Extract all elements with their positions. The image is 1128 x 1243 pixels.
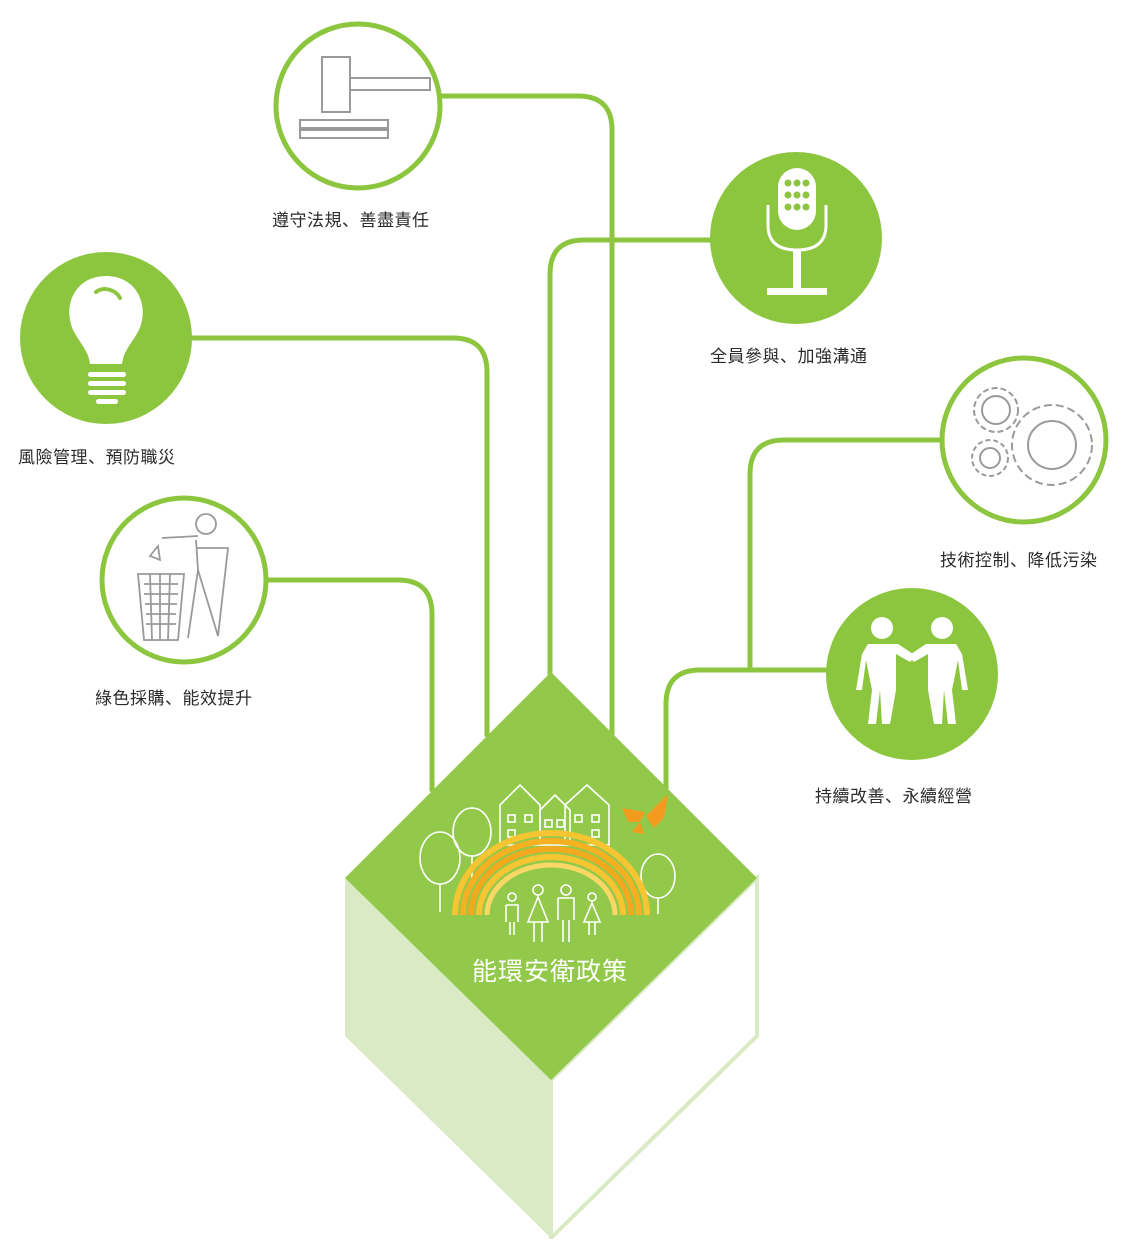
microphone-icon — [766, 168, 828, 295]
node-participation — [710, 152, 882, 324]
label-risk: 風險管理、預防職災 — [18, 448, 176, 468]
trees-icon — [419, 807, 676, 914]
label-green: 綠色採購、能效提升 — [95, 689, 253, 709]
label-technology: 技術控制、降低污染 — [940, 551, 1098, 571]
cube-left-face — [345, 878, 551, 1238]
people-icon — [856, 617, 968, 724]
rainbow-icon — [452, 830, 650, 916]
connector-green — [263, 577, 435, 793]
node-law — [273, 21, 443, 191]
connector-lines — [187, 93, 947, 793]
node-risk — [20, 252, 192, 424]
gears-icon — [971, 387, 1093, 486]
policy-cube — [345, 672, 759, 1243]
node-improvement — [826, 588, 998, 760]
cube-top-face — [345, 672, 757, 1080]
node-green — [99, 495, 269, 665]
label-improvement: 持續改善、永續經營 — [815, 787, 973, 807]
lightbulb-icon — [69, 276, 143, 404]
connector-risk — [187, 335, 490, 738]
recycle-bin-icon — [137, 513, 230, 641]
butterfly-icon — [622, 794, 668, 834]
label-law: 遵守法規、善盡責任 — [272, 211, 430, 231]
connector-improvement — [663, 667, 835, 793]
connector-law — [437, 93, 615, 738]
center-title: 能環安衛政策 — [471, 957, 628, 986]
node-technology — [939, 355, 1109, 525]
family-icon — [505, 884, 602, 942]
connector-participation — [547, 237, 715, 679]
gavel-icon — [299, 56, 431, 139]
label-participation: 全員參與、加強溝通 — [710, 347, 868, 367]
connector-technology — [747, 437, 947, 673]
